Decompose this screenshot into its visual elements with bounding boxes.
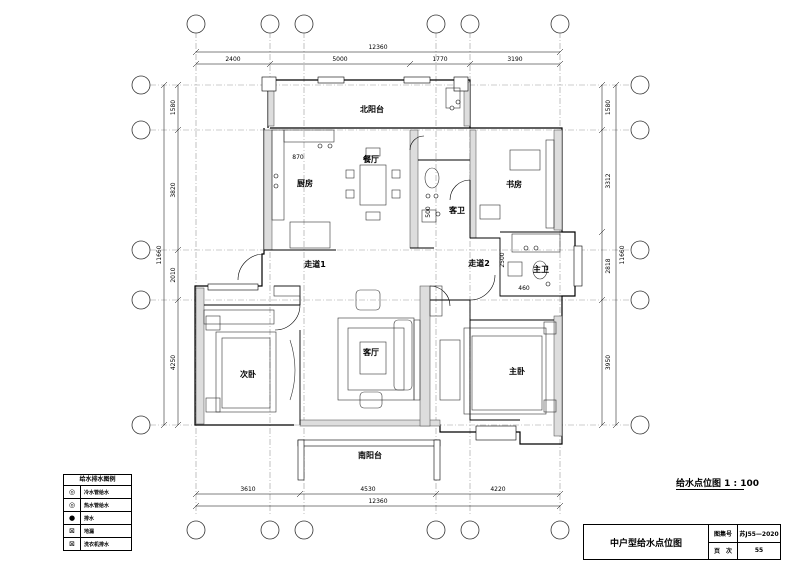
room-label-corridor2: 走道2 (467, 258, 490, 268)
atlas-no: 苏J55—2020 (739, 530, 779, 538)
legend-row: ◎ 冷水管给水 (64, 485, 131, 498)
bottom-segment-dim: 4530 (360, 486, 375, 493)
page-row: 页 次 55 (709, 541, 780, 559)
axis-bubble (460, 14, 480, 34)
axis-bubble (131, 290, 151, 310)
axis-bubble (630, 120, 650, 140)
floor-drain-icon: ⊠ (64, 525, 81, 537)
top-segment-dim: 5000 (332, 56, 347, 63)
cold-water-icon: ◎ (64, 486, 81, 498)
furniture (203, 87, 561, 415)
water-points (273, 99, 551, 287)
room-label-living: 客厅 (362, 347, 379, 357)
axis-bubble (630, 290, 650, 310)
dim-note: 870 (292, 154, 304, 161)
axis-bubble (186, 520, 206, 540)
right-segment-dim: 3950 (605, 355, 612, 370)
axis-bubble (260, 520, 280, 540)
room-label-study: 书房 (506, 179, 522, 189)
axis-bubble (186, 14, 206, 34)
axis-bubble (260, 14, 280, 34)
axis-bubble (630, 75, 650, 95)
room-label-dining: 餐厅 (362, 154, 379, 164)
left-segment-dim: 1580 (170, 100, 177, 115)
right-segment-dim: 2818 (605, 258, 612, 273)
left-segment-dim: 3820 (170, 182, 177, 197)
axis-bubble (131, 120, 151, 140)
plan-scale-label: 给水点位图 1 : 100 (676, 476, 759, 489)
scale-value: 1 : 100 (724, 479, 760, 489)
right-segment-dim: 1580 (605, 100, 612, 115)
windows (207, 76, 583, 481)
axis-bubble (630, 240, 650, 260)
dim-note: 500 (425, 206, 432, 218)
axis-bubble (550, 14, 570, 34)
scale-underline (676, 489, 744, 490)
right-total-dim: 11660 (619, 245, 626, 264)
legend-label: 冷水管给水 (84, 489, 110, 496)
right-segment-dim: 3312 (605, 173, 612, 188)
drain-icon: ● (64, 512, 81, 524)
legend-row: ◎ 热水管给水 (64, 498, 131, 511)
legend-row: ⊠ 洗衣机排水 (64, 537, 131, 550)
axis-bubble (131, 415, 151, 435)
partitions (204, 159, 562, 425)
dim-note: 460 (518, 285, 530, 292)
room-label-corridor1: 走道1 (303, 259, 326, 269)
dim-note: 2500 (499, 252, 506, 267)
room-label-master-bath: 主卫 (533, 264, 549, 274)
title-block: 中户型给水点位图 图集号 苏J55—2020 页 次 55 (583, 524, 781, 560)
top-segment-dim: 3190 (507, 56, 522, 63)
bottom-total-dim: 12360 (368, 498, 387, 505)
axis-bubble (550, 520, 570, 540)
axis-bubble (426, 14, 446, 34)
plan-label: 给水点位图 (676, 479, 722, 489)
atlas-row: 图集号 苏J55—2020 (709, 525, 780, 542)
top-segment-dim: 1770 (432, 56, 447, 63)
wall-hatch (195, 81, 563, 437)
washer-drain-icon: ⊠ (64, 538, 81, 550)
axis-bubble (131, 75, 151, 95)
title-block-meta: 图集号 苏J55—2020 页 次 55 (709, 525, 780, 559)
bottom-segment-dim: 3610 (240, 486, 255, 493)
left-segment-dim: 2010 (170, 267, 177, 282)
room-label-south-balcony: 南阳台 (358, 450, 382, 460)
atlas-no-label: 图集号 (709, 525, 738, 542)
legend-title: 给水排水图例 (79, 476, 116, 483)
drawing-title: 中户型给水点位图 (584, 525, 709, 559)
legend: 给水排水图例 ◎ 冷水管给水 ◎ 热水管给水 ● 排水 ⊠ 地漏 ⊠ 洗衣机排水 (63, 474, 132, 551)
axis-bubble (426, 520, 446, 540)
room-label-guest-bath: 客卫 (448, 205, 465, 215)
bottom-segment-dim: 4220 (490, 486, 505, 493)
top-total-dim: 12360 (368, 44, 387, 51)
axis-bubble (460, 520, 480, 540)
left-total-dim: 11660 (156, 245, 163, 264)
room-label-second-bedroom: 次卧 (240, 369, 256, 379)
room-label-kitchen: 厨房 (297, 178, 313, 188)
axis-bubble (294, 520, 314, 540)
legend-label: 排水 (84, 515, 95, 522)
legend-row: ● 排水 (64, 511, 131, 524)
page-label: 页 次 (709, 542, 738, 559)
legend-label: 热水管给水 (84, 502, 110, 509)
axis-bubble (630, 415, 650, 435)
legend-label: 洗衣机排水 (84, 541, 110, 548)
top-segment-dim: 2400 (225, 56, 240, 63)
axis-bubbles (131, 14, 650, 540)
page-no: 55 (754, 547, 764, 555)
room-label-master-bedroom: 主卧 (509, 366, 525, 376)
axis-bubble (131, 240, 151, 260)
axis-bubble (294, 14, 314, 34)
dimension-lines (160, 48, 620, 510)
room-label-north-balcony: 北阳台 (360, 104, 384, 114)
hot-water-icon: ◎ (64, 499, 81, 511)
left-segment-dim: 4250 (170, 355, 177, 370)
legend-row: ⊠ 地漏 (64, 524, 131, 537)
legend-label: 地漏 (84, 528, 95, 535)
